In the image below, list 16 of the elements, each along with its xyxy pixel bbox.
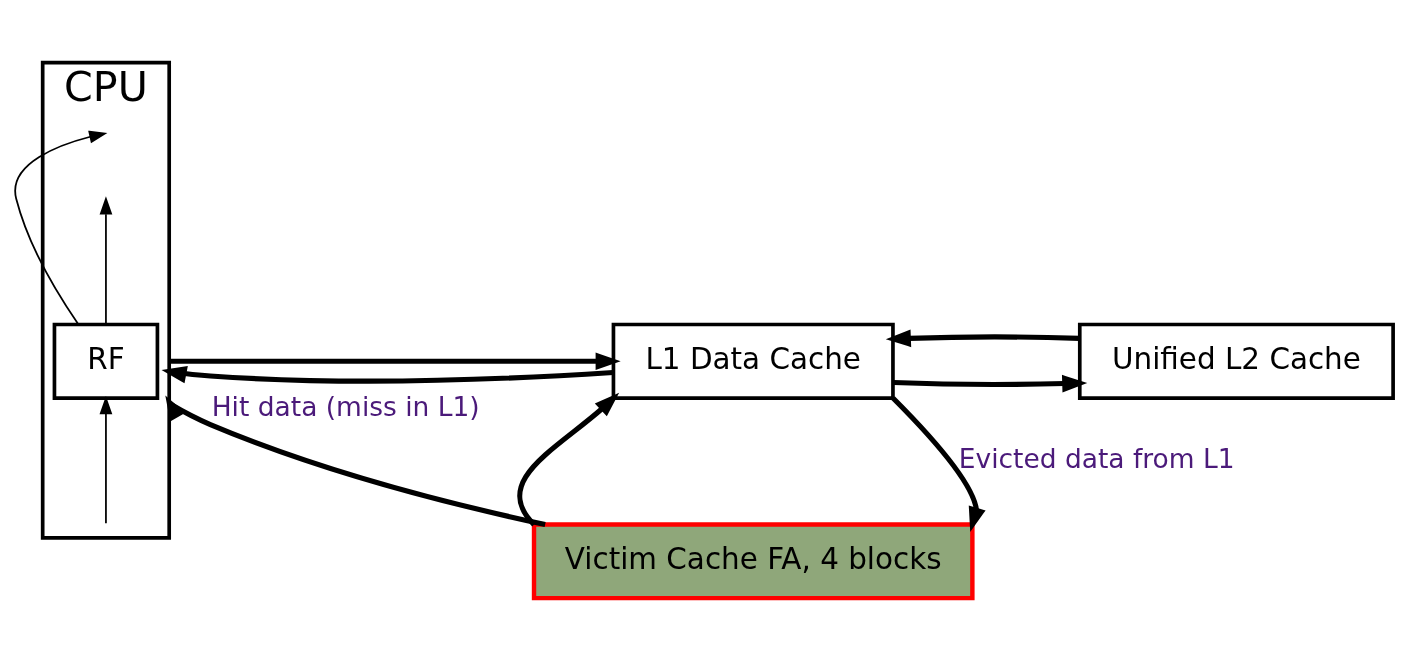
arrow (161, 365, 614, 384)
edge-label: Hit data (miss in L1) (211, 390, 480, 422)
arrow (893, 374, 1088, 392)
arrow (165, 394, 546, 527)
node-box: L1 Data Cache (611, 322, 895, 400)
node-box: Unified L2 Cache (1077, 322, 1395, 400)
node-box: Victim Cache FA, 4 blocks (531, 521, 975, 600)
arrow (517, 392, 620, 526)
arrow (14, 130, 108, 325)
arrow (891, 395, 986, 532)
node-box: RF (52, 322, 160, 400)
edge-label: Evicted data from L1 (958, 442, 1235, 474)
arrow (99, 195, 113, 325)
arrow (169, 352, 621, 370)
arrow (99, 395, 113, 524)
arrow (885, 329, 1080, 347)
